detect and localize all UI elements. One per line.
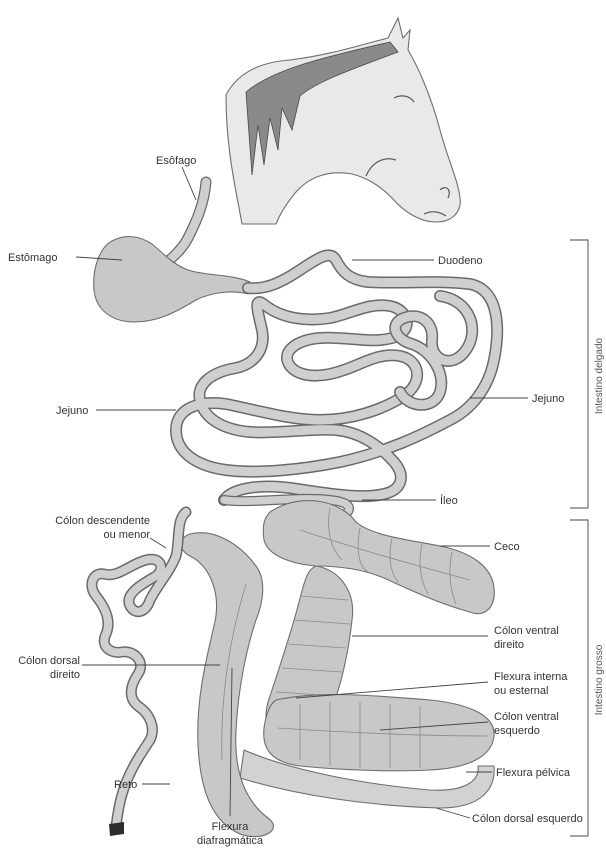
label-flexura-diafragmatica-2: diafragmática	[197, 835, 264, 847]
bracket-label-intestino-grosso: Intestino grosso	[594, 644, 605, 715]
small-intestine	[176, 255, 497, 514]
label-flexura-pelvica: Flexura pélvica	[496, 767, 571, 779]
label-colon-dorsal-direito-1: Cólon dorsal	[18, 655, 80, 667]
horse-head-illustration	[226, 18, 460, 224]
label-jejuno-left: Jejuno	[56, 405, 88, 417]
label-colon-ventral-esquerdo-2: esquerdo	[494, 725, 540, 737]
left-colons	[240, 695, 494, 808]
label-flexura-interna-1: Flexura interna	[494, 671, 568, 683]
label-colon-descendente-2: ou menor	[104, 529, 151, 541]
label-flexura-interna-2: ou esternal	[494, 685, 548, 697]
esophagus	[160, 182, 206, 268]
label-estomago: Estômago	[8, 252, 58, 264]
label-ceco: Ceco	[494, 541, 520, 553]
small-colon-and-rectum	[92, 512, 186, 836]
label-colon-ventral-direito-1: Cólon ventral	[494, 625, 559, 637]
label-colon-dorsal-esquerdo: Cólon dorsal esquerdo	[472, 813, 583, 825]
bracket-label-intestino-delgado: Intestino delgado	[594, 337, 605, 414]
cecum	[263, 501, 494, 614]
label-duodeno: Duodeno	[438, 255, 483, 267]
label-esofago: Esôfago	[156, 155, 196, 167]
rectum-end	[109, 822, 124, 836]
label-colon-ventral-esquerdo-1: Cólon ventral	[494, 711, 559, 723]
label-reto: Reto	[114, 779, 137, 791]
stomach	[94, 237, 250, 322]
side-brackets	[570, 240, 588, 836]
label-jejuno-right: Jejuno	[532, 393, 564, 405]
right-dorsal-colon	[181, 533, 273, 837]
label-colon-descendente-1: Cólon descendente	[55, 515, 150, 527]
label-flexura-diafragmatica-1: Flexura	[212, 821, 250, 833]
label-colon-dorsal-direito-2: direito	[50, 669, 80, 681]
label-colon-ventral-direito-2: direito	[494, 639, 524, 651]
label-ileo: Íleo	[440, 494, 458, 507]
